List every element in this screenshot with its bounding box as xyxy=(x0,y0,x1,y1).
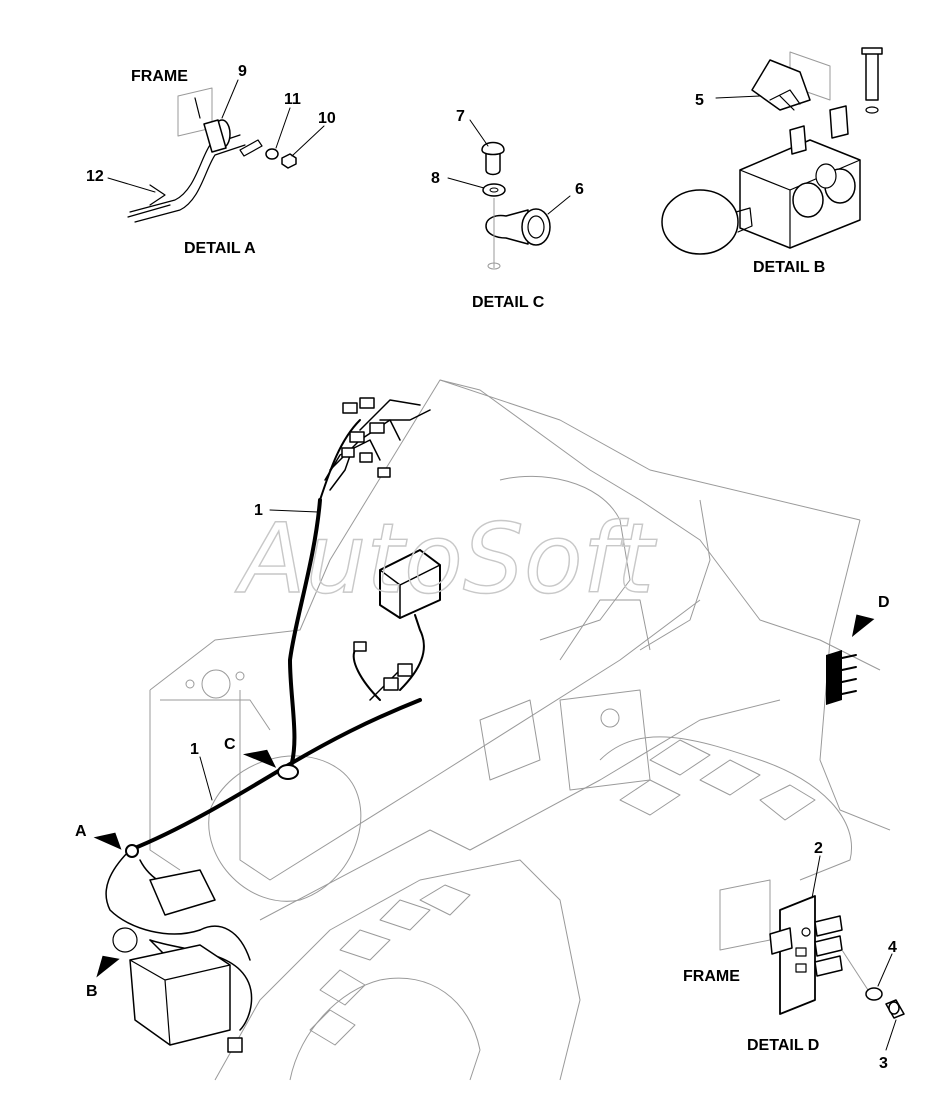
detail-c-title: DETAIL C xyxy=(472,294,545,311)
callout-8: 8 xyxy=(431,170,440,187)
callout-a: A xyxy=(75,823,87,840)
harness-connectors xyxy=(341,397,413,691)
callout-3: 3 xyxy=(879,1055,888,1072)
detail-b-leaders xyxy=(715,95,761,99)
callout-2: 2 xyxy=(814,840,823,857)
detail-b-drawing xyxy=(661,47,883,255)
grommet xyxy=(277,764,299,780)
valve-block xyxy=(112,869,243,1053)
frame-label-a: FRAME xyxy=(131,68,188,85)
callout-12: 12 xyxy=(86,168,104,185)
callout-1-upper: 1 xyxy=(254,502,263,519)
detail-a-title: DETAIL A xyxy=(184,240,256,257)
clip xyxy=(125,844,139,858)
callout-5: 5 xyxy=(695,92,704,109)
callout-4: 4 xyxy=(888,939,897,956)
detail-a-drawing xyxy=(127,87,297,223)
bracket-d-mount xyxy=(826,650,857,705)
machine-body-outline xyxy=(149,379,891,1081)
callout-9: 9 xyxy=(238,63,247,80)
callout-11: 11 xyxy=(284,91,301,108)
callout-1-lower: 1 xyxy=(190,741,199,758)
labels: FRAME 9 11 10 12 DETAIL A 7 8 6 DETAIL C… xyxy=(75,63,897,1072)
callout-arrows xyxy=(93,614,875,978)
main-leaders xyxy=(199,509,319,801)
callout-c: C xyxy=(224,736,236,753)
wire-harness xyxy=(105,399,431,1031)
callout-b: B xyxy=(86,983,98,1000)
frame-label-d: FRAME xyxy=(683,968,740,985)
detail-d-drawing xyxy=(719,879,905,1019)
detail-c-leaders xyxy=(447,119,571,215)
detail-d-title: DETAIL D xyxy=(747,1037,819,1054)
callout-6: 6 xyxy=(575,181,584,198)
control-module xyxy=(379,549,441,619)
callout-10: 10 xyxy=(318,110,336,127)
detail-d-leaders xyxy=(811,855,897,1051)
watermark-text: AutoSoft xyxy=(234,503,657,615)
detail-c-drawing xyxy=(481,141,551,270)
detail-a-leaders xyxy=(107,79,325,193)
callout-d: D xyxy=(878,594,890,611)
detail-b-title: DETAIL B xyxy=(753,259,825,276)
tire-tread xyxy=(309,739,816,1046)
callout-7: 7 xyxy=(456,108,465,125)
